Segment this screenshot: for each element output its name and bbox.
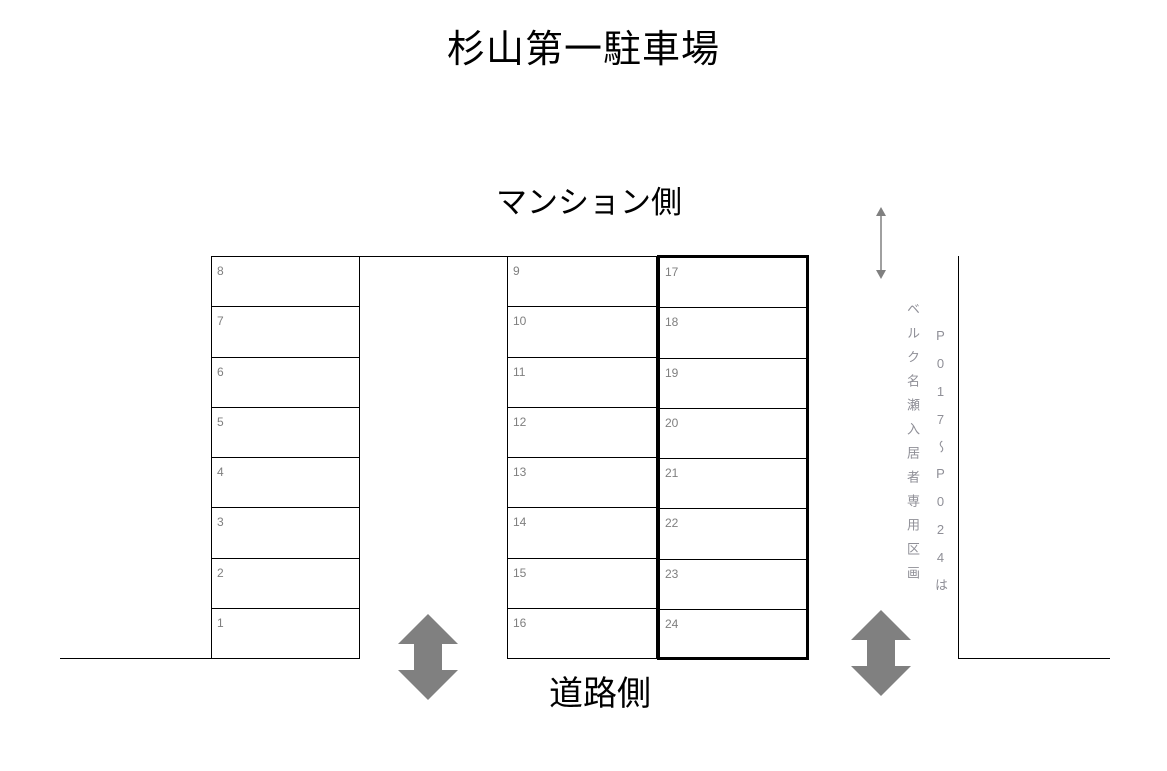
stall-number: 18 [665, 315, 679, 330]
parking-stall[interactable]: 5 [212, 408, 359, 458]
thin-double-arrow-vertical-icon [871, 207, 891, 279]
parking-stall[interactable]: 19 [660, 359, 806, 409]
stall-number: 19 [665, 365, 679, 380]
stall-number: 15 [513, 565, 527, 580]
stall-number: 7 [217, 314, 224, 329]
stall-number: 22 [665, 516, 679, 531]
page-title: 杉山第一駐車場 [446, 29, 720, 71]
parking-stall[interactable]: 6 [212, 358, 359, 408]
stall-number: 9 [513, 264, 520, 278]
parking-stall[interactable]: 7 [212, 307, 359, 358]
stall-number: 10 [513, 314, 527, 329]
stall-number: 23 [665, 566, 679, 581]
stall-number: 4 [217, 465, 224, 479]
stall-number: 13 [513, 465, 527, 479]
parking-stall[interactable]: 24 [660, 610, 806, 660]
stall-number: 14 [513, 515, 527, 530]
stall-number: 21 [665, 466, 679, 480]
parking-stall[interactable]: 11 [508, 358, 656, 408]
kerb-line-left [60, 658, 212, 659]
double-arrow-vertical-icon [849, 610, 913, 696]
parking-block-middle: 9 10 11 12 13 14 15 16 [507, 256, 657, 659]
parking-stall[interactable]: 1 [212, 609, 359, 659]
stall-number: 3 [217, 515, 224, 530]
parking-stall[interactable]: 20 [660, 409, 806, 459]
stall-number: 11 [513, 364, 526, 379]
stall-number: 12 [513, 414, 527, 429]
parking-stall[interactable]: 2 [212, 559, 359, 609]
stall-number: 5 [217, 414, 224, 429]
parking-stall[interactable]: 3 [212, 508, 359, 559]
note-reserved-range: P017～P024は [933, 328, 948, 604]
parking-stall[interactable]: 14 [508, 508, 656, 559]
boundary-line-vertical-right [958, 256, 959, 659]
parking-block-left: 8 7 6 5 4 3 2 1 [211, 256, 360, 659]
parking-stall[interactable]: 23 [660, 560, 806, 610]
stall-number: 24 [665, 616, 679, 631]
parking-stall[interactable]: 21 [660, 459, 806, 510]
stall-number: 6 [217, 364, 224, 379]
label-road-side: 道路側 [549, 675, 651, 713]
label-mansion-side: マンション側 [496, 185, 682, 220]
stall-number: 20 [665, 415, 679, 430]
parking-stall[interactable]: 12 [508, 408, 656, 458]
parking-stall[interactable]: 9 [508, 257, 656, 308]
parking-stall[interactable]: 22 [660, 509, 806, 560]
kerb-line-top-gap [360, 256, 507, 257]
stall-number: 17 [665, 265, 679, 279]
double-arrow-vertical-icon [396, 614, 460, 700]
parking-stall[interactable]: 10 [508, 307, 656, 358]
stall-number: 2 [217, 565, 224, 580]
parking-stall[interactable]: 17 [660, 258, 806, 309]
parking-stall[interactable]: 18 [660, 308, 806, 359]
stall-number: 16 [513, 615, 527, 630]
stall-number: 8 [217, 264, 224, 278]
parking-block-right-reserved: 17 18 19 20 21 22 23 24 [657, 255, 809, 660]
stall-number: 1 [217, 615, 224, 630]
parking-stall[interactable]: 13 [508, 458, 656, 509]
parking-stall[interactable]: 8 [212, 257, 359, 308]
parking-stall[interactable]: 16 [508, 609, 656, 659]
parking-stall[interactable]: 15 [508, 559, 656, 609]
note-reserved-area: ベルク名瀬入居者専用区画 [905, 302, 920, 590]
parking-stall[interactable]: 4 [212, 458, 359, 509]
kerb-line-right [958, 658, 1110, 659]
